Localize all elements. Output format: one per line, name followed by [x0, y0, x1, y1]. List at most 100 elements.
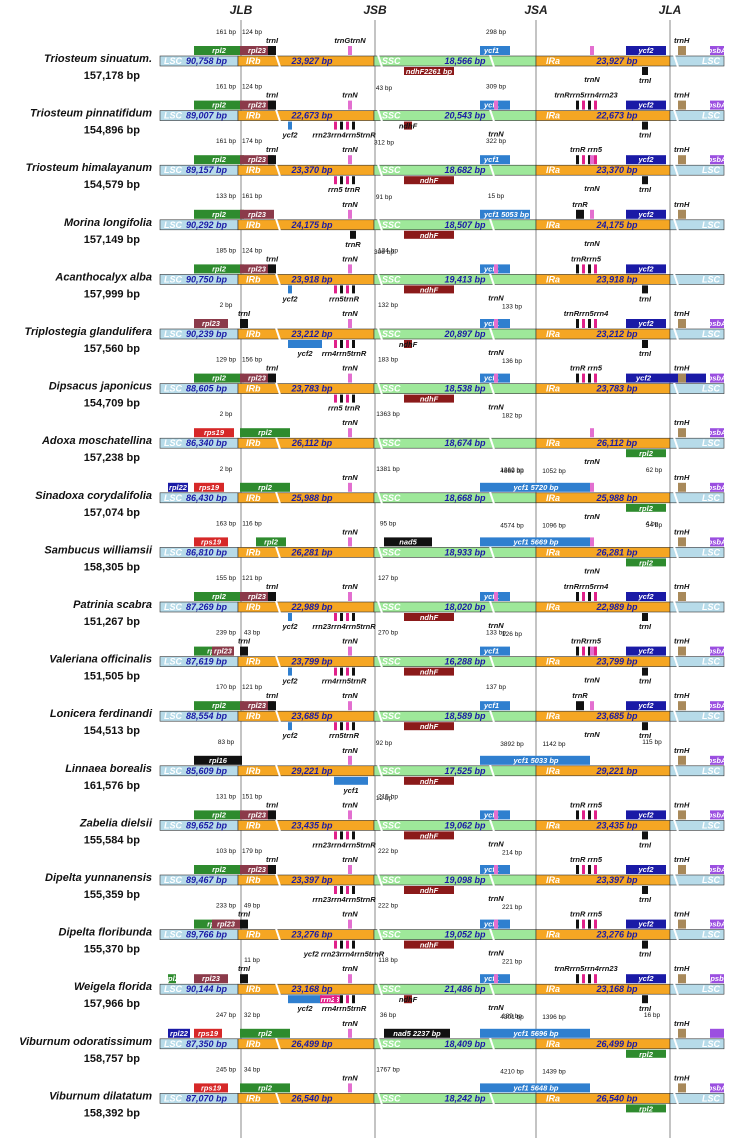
gene-ycf2-label: ycf2: [637, 210, 654, 219]
gene-psba: [710, 1028, 724, 1038]
irb-length: 23,927 bp: [290, 56, 333, 66]
gene-ycf1-label: ycf1: [483, 374, 499, 383]
rrn-mark: [346, 722, 349, 731]
rrn-mark: [340, 394, 343, 403]
genome-length: 157,560 bp: [84, 343, 141, 355]
gene-ycf2: [626, 373, 706, 383]
bp-annotation: 1362 bp: [500, 467, 524, 474]
gene-ycf1-label: ycf1: [483, 920, 499, 929]
gene-rpl2: [240, 1083, 290, 1093]
gene-psba: [710, 865, 724, 874]
gene-ycf1: [480, 155, 510, 165]
gene-trni-label: trnI: [266, 800, 279, 809]
gene-trni-label: trnI: [639, 294, 652, 303]
gene-ycf1: [480, 701, 510, 711]
rrn-mark: [340, 285, 343, 294]
break-mark: [489, 600, 495, 614]
bp-annotation: 1363 bp: [376, 411, 400, 418]
bp-annotation: 49 bp: [244, 903, 261, 910]
genome-length: 154,709 bp: [84, 398, 141, 410]
gene-ycf2: [288, 995, 322, 1004]
gene-trnh-label: trnH: [674, 1073, 690, 1082]
region-label-ssc: SSC: [382, 657, 401, 667]
region-label-lsc: LSC: [164, 493, 183, 503]
gene-trni: [268, 100, 276, 110]
gene-trnn-label: trnN: [584, 730, 600, 739]
gene-trnr: [350, 230, 356, 239]
rrn-mark: [594, 592, 597, 601]
rrn-mark: [334, 285, 337, 294]
gene-ndhf: [404, 886, 454, 894]
gene-ycf1-5720-bp-label: ycf1 5720 bp: [512, 483, 558, 492]
gene-rpl23-label: rpl23: [248, 592, 267, 601]
bp-annotation: 163 bp: [216, 520, 236, 527]
gene-ycf2: [288, 285, 292, 294]
gene-ycf1: [480, 646, 510, 656]
gene-trni-label: trnI: [639, 1004, 652, 1013]
rrn-mark: [582, 810, 585, 820]
genome-length: 158,305 bp: [84, 561, 141, 573]
gene-ndhf-label: ndhF: [420, 613, 439, 622]
gene-trni: [268, 701, 276, 711]
gene-trnr: [576, 209, 584, 219]
break-mark: [673, 819, 679, 832]
bp-annotation: 127 bp: [378, 575, 398, 582]
genome-length: 157,238 bp: [84, 452, 141, 464]
gene-trnh-label: trnH: [674, 637, 690, 646]
gene-rpl2-label: rpl2: [212, 264, 227, 273]
region-label-ssc: SSC: [382, 274, 401, 284]
rrn-mark: [352, 940, 355, 949]
bp-annotation: 83 bp: [218, 739, 235, 746]
gene-rpl23-label: rpl23: [248, 264, 267, 273]
gene-trnn-label: trnN: [488, 949, 504, 958]
gene-rpl23: [240, 155, 274, 165]
break-mark: [489, 764, 495, 778]
ira-length: 23,685 bp: [595, 711, 638, 721]
region-label-irb: IRb: [246, 493, 261, 503]
region-label-lsc: LSC: [164, 56, 183, 66]
rrn-mark: [594, 264, 597, 274]
bp-annotation: 124 bp: [242, 84, 262, 91]
lsc-end-segment: [669, 547, 725, 558]
gene-rpl22-label: rpl22: [170, 1029, 189, 1038]
gene-trnn-label: trnN: [584, 676, 600, 685]
gene-trnh-label: trnH: [674, 800, 690, 809]
break-mark: [275, 819, 281, 832]
species-name: Sambucus williamsii: [44, 544, 153, 556]
bp-annotation: 121 bp: [242, 575, 262, 582]
break-mark: [275, 491, 281, 505]
gene-ycf2: [288, 667, 292, 676]
gene-ycf2: [288, 613, 292, 621]
gene-ycf2: [626, 865, 666, 874]
region-label-ira: IRa: [546, 438, 560, 448]
region-label-ira: IRa: [546, 766, 560, 776]
rrn-mark: [594, 155, 597, 165]
gene-rpl23: [240, 264, 274, 274]
bp-annotation: 12 bp: [376, 795, 393, 802]
region-label-irb: IRb: [246, 274, 261, 284]
break-mark: [275, 709, 281, 723]
region-label-lsc: LSC: [164, 165, 183, 175]
region-label-irb: IRb: [246, 711, 261, 721]
bp-annotation: 103 bp: [216, 848, 236, 855]
bp-annotation: 43 bp: [376, 85, 393, 92]
gene-rpl23-label: rpl23: [248, 155, 267, 164]
rrn-mark: [576, 919, 579, 929]
rrn-mark: [352, 831, 355, 840]
lsc-end-segment: [669, 820, 725, 831]
rrn-mark: [588, 155, 591, 165]
region-label-lsc: LSC: [164, 1039, 183, 1049]
gene-trnn: [348, 865, 352, 874]
rrn-mark: [576, 810, 579, 820]
irb-length: 29,221 bp: [290, 766, 333, 776]
gene-trnh: [678, 428, 686, 438]
gene-trni-label: trnI: [266, 145, 279, 154]
gene-rpl2: [626, 558, 666, 567]
bp-annotation: 115 bp: [642, 739, 662, 746]
gene-psba-label: psbA: [707, 920, 727, 929]
gene-trnn-label: trnN: [488, 621, 504, 630]
